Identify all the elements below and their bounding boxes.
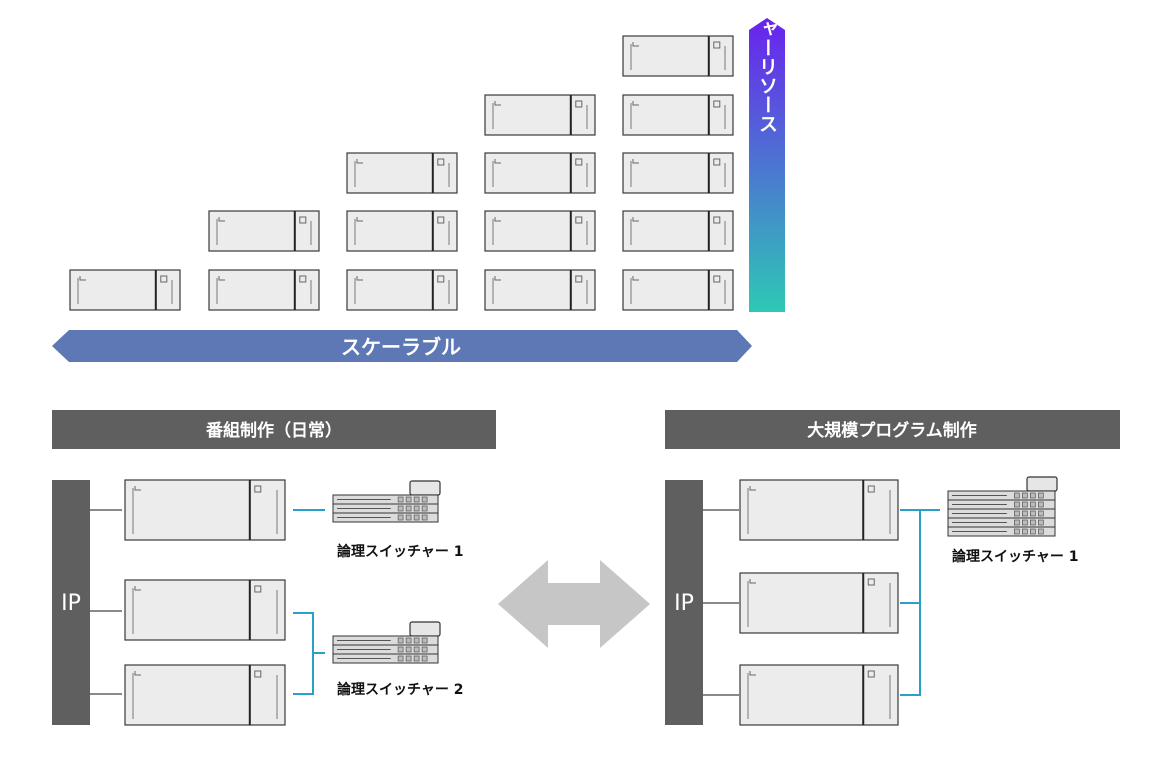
server-unit — [484, 269, 596, 311]
switcher-label: 論理スイッチャー 1 — [952, 548, 1078, 565]
server-unit — [622, 152, 734, 194]
switcher-label: 論理スイッチャー 2 — [337, 681, 463, 698]
server-unit — [484, 152, 596, 194]
server-unit — [208, 269, 320, 311]
switcher-label: 論理スイッチャー 1 — [337, 543, 463, 560]
switcher-panel-icon — [947, 476, 1058, 537]
server-unit — [484, 210, 596, 252]
ip-label: IP — [61, 591, 81, 616]
server-unit — [622, 94, 734, 136]
ip-network-bar — [665, 480, 703, 725]
switcher-resource-arrow: スイッチャーリソース — [749, 0, 785, 312]
bidirectional-arrow — [498, 560, 650, 648]
right-panel: 大規模プログラム制作 IP 論理スイッチャー 1 — [665, 410, 1120, 726]
switcher-panel-icon — [332, 480, 441, 523]
scalable-arrow: スケーラブル — [52, 330, 752, 362]
server-unit — [208, 210, 320, 252]
server-staircase — [69, 35, 734, 311]
ip-label: IP — [674, 591, 694, 616]
right-panel-title: 大規模プログラム制作 — [807, 420, 977, 441]
server-unit — [622, 269, 734, 311]
server-unit — [124, 664, 286, 726]
switcher-resource-label: スイッチャーリソース — [756, 0, 778, 133]
right-panel-header — [665, 410, 1120, 449]
ip-links — [703, 509, 740, 696]
server-unit — [69, 269, 181, 311]
left-panel: 番組制作（日常） IP 論理スイッチャー 1 論理スイッチャー 2 — [52, 410, 496, 726]
server-unit — [346, 210, 458, 252]
left-panel-header — [52, 410, 496, 449]
scalable-label: スケーラブル — [341, 335, 461, 359]
connector-lines — [293, 509, 325, 695]
left-panel-title: 番組制作（日常） — [205, 420, 342, 441]
switcher-panel-icon — [332, 621, 441, 664]
connector-lines — [900, 509, 940, 696]
ip-links — [90, 509, 122, 695]
server-unit — [739, 572, 899, 634]
server-unit — [124, 579, 286, 641]
server-unit — [346, 269, 458, 311]
server-unit — [346, 152, 458, 194]
ip-network-bar — [52, 480, 90, 725]
server-unit — [622, 35, 734, 77]
server-unit — [124, 479, 286, 541]
server-unit — [739, 664, 899, 726]
server-unit — [622, 210, 734, 252]
server-unit — [739, 479, 899, 541]
server-unit — [484, 94, 596, 136]
